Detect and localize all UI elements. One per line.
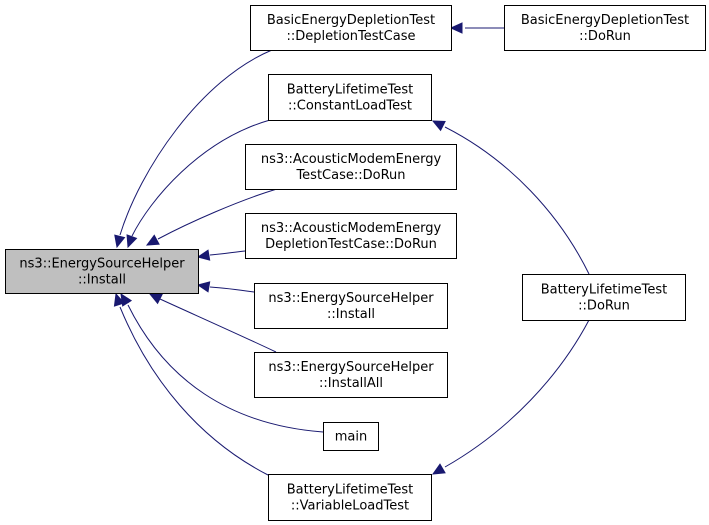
node-esh-install[interactable]: ns3::EnergySourceHelper::Install	[254, 283, 448, 329]
edge-line	[157, 188, 278, 240]
node-box[interactable]	[254, 352, 448, 398]
node-box[interactable]	[254, 283, 448, 329]
edge-blt-dorun-to-blt-variable	[431, 319, 590, 475]
arrowhead-icon	[449, 22, 463, 34]
edge-amedt-dorun-to-root	[196, 249, 246, 261]
node-label-line: ns3::EnergySourceHelper	[268, 360, 434, 375]
node-esh-installall[interactable]: ns3::EnergySourceHelper::InstallAll	[254, 352, 448, 398]
node-box[interactable]	[250, 5, 452, 51]
node-main[interactable]: main	[323, 422, 379, 451]
edge-line	[159, 298, 277, 353]
edge-blt-dorun-to-blt-constant	[431, 120, 590, 275]
node-label-line: BatteryLifetimeTest	[287, 83, 414, 98]
node-label-line: BasicEnergyDepletionTest	[521, 13, 689, 28]
node-blt-dorun[interactable]: BatteryLifetimeTest::DoRun	[522, 274, 686, 321]
edge-amet-dorun-to-root	[145, 188, 278, 246]
node-label-line: BatteryLifetimeTest	[287, 483, 414, 498]
nodes-layer: ns3::EnergySourceHelper::Install BasicEne…	[5, 5, 706, 521]
node-label-line: BatteryLifetimeTest	[541, 283, 668, 298]
edge-line	[119, 306, 269, 476]
arrowhead-icon	[431, 463, 446, 475]
node-box[interactable]	[245, 144, 457, 190]
arrowhead-icon	[148, 293, 163, 305]
node-label-line: ::InstallAll	[319, 376, 383, 391]
arrowhead-icon	[196, 249, 211, 261]
node-box[interactable]	[268, 474, 432, 521]
edge-line	[444, 126, 590, 275]
node-box[interactable]	[504, 5, 706, 51]
node-root-root: ns3::EnergySourceHelper::Install	[5, 249, 199, 294]
node-label-line: ::DoRun	[579, 29, 631, 44]
edge-line	[444, 319, 590, 468]
arrowhead-icon	[145, 234, 160, 246]
arrowhead-icon	[113, 292, 125, 307]
edge-bedt-dorun-to-bedt-depletion	[449, 22, 504, 34]
arrowhead-icon	[431, 120, 446, 132]
arrowhead-icon	[126, 234, 138, 249]
arrowhead-icon	[114, 234, 126, 249]
arrowhead-icon	[120, 292, 133, 307]
node-label-line: ::ConstantLoadTest	[288, 99, 412, 114]
node-label-line: ::Install	[327, 307, 375, 322]
edge-line	[119, 49, 273, 236]
node-label-line: ::Install	[78, 273, 126, 288]
edge-line	[209, 250, 246, 256]
edge-line	[127, 304, 324, 433]
node-label-line: ns3::AcousticModemEnergy	[261, 152, 442, 167]
node-label-line: ::DepletionTestCase	[287, 29, 416, 44]
node-label-line: BasicEnergyDepletionTest	[267, 13, 435, 28]
node-label-line: DepletionTestCase::DoRun	[265, 237, 437, 252]
node-box	[5, 249, 199, 294]
node-label-line: ::VariableLoadTest	[291, 499, 409, 514]
node-bedt-depletion[interactable]: BasicEnergyDepletionTest::DepletionTestC…	[250, 5, 452, 51]
node-box[interactable]	[245, 213, 457, 259]
node-label-line: TestCase::DoRun	[295, 168, 405, 183]
edge-blt-constant-to-root	[126, 119, 271, 249]
node-blt-variable[interactable]: BatteryLifetimeTest::VariableLoadTest	[268, 474, 432, 521]
edge-bedt-depletion-to-root	[114, 49, 273, 249]
edge-esh-installall-to-root	[148, 293, 277, 353]
node-box[interactable]	[268, 74, 432, 121]
node-box[interactable]	[323, 422, 379, 451]
arrowhead-icon	[196, 281, 211, 293]
edge-esh-install-to-root	[196, 281, 255, 293]
edge-blt-variable-to-root	[113, 292, 269, 476]
node-label-line: ns3::EnergySourceHelper	[19, 257, 185, 272]
node-label-line: main	[335, 430, 367, 445]
node-blt-constant[interactable]: BatteryLifetimeTest::ConstantLoadTest	[268, 74, 432, 121]
node-box[interactable]	[522, 274, 686, 321]
edge-line	[209, 286, 255, 293]
edges-layer	[113, 22, 590, 476]
node-bedt-dorun[interactable]: BasicEnergyDepletionTest::DoRun	[504, 5, 706, 51]
node-label-line: ns3::EnergySourceHelper	[268, 291, 434, 306]
node-amedt-dorun[interactable]: ns3::AcousticModemEnergyDepletionTestCas…	[245, 213, 457, 259]
node-label-line: ::DoRun	[578, 299, 630, 314]
node-label-line: ns3::AcousticModemEnergy	[261, 221, 442, 236]
edge-line	[131, 119, 271, 237]
